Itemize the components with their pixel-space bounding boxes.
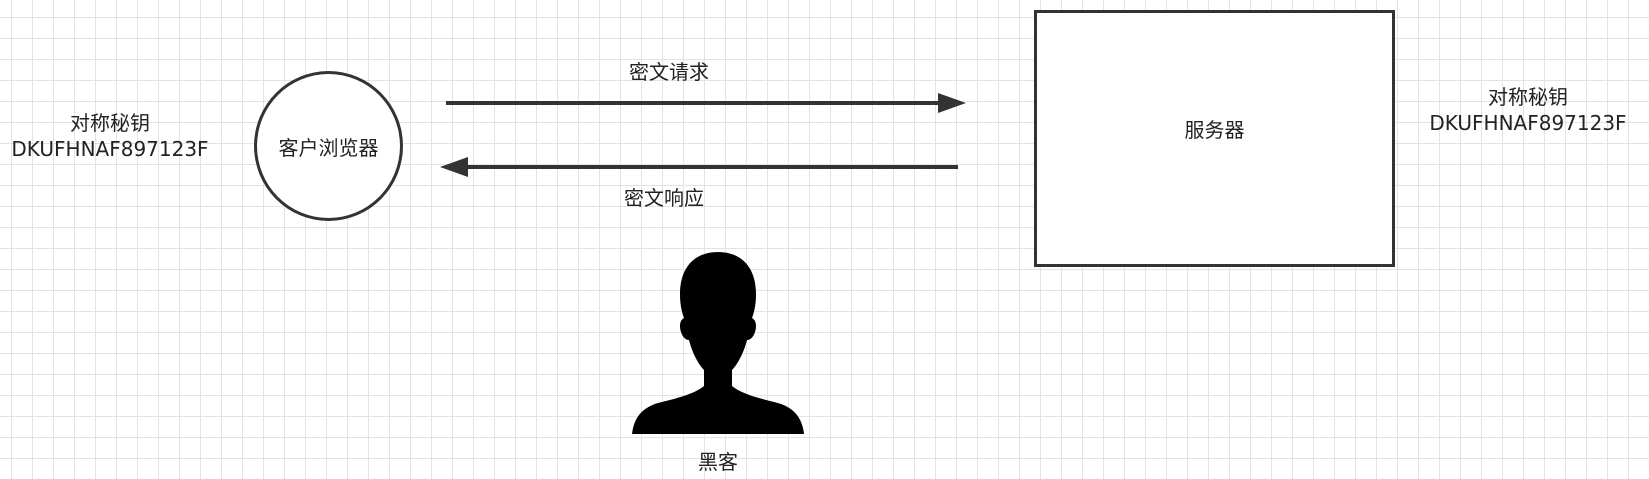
person-silhouette-icon [632,252,804,434]
server-node[interactable]: 服务器 [1034,10,1395,267]
response-arrow [440,157,958,177]
response-label: 密文响应 [624,186,704,210]
right-key-value: DKUFHNAF897123F [1429,111,1627,135]
left-symmetric-key: 对称秘钥 DKUFHNAF897123F [0,110,220,162]
request-label: 密文请求 [629,60,709,84]
hacker-label: 黑客 [698,450,738,474]
right-key-label: 对称秘钥 [1488,85,1568,109]
request-arrow [446,93,966,113]
left-key-value: DKUFHNAF897123F [11,137,209,161]
client-browser-label: 客户浏览器 [278,135,379,160]
right-symmetric-key: 对称秘钥 DKUFHNAF897123F [1418,84,1638,136]
client-browser-node[interactable]: 客户浏览器 [254,71,403,221]
server-label: 服务器 [1184,118,1245,142]
left-key-label: 对称秘钥 [70,111,150,135]
